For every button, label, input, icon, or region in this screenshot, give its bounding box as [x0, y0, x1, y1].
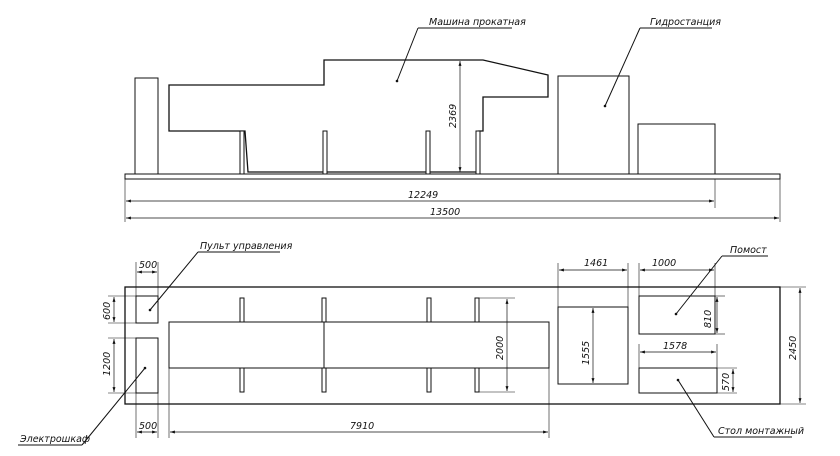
- label-hydro: Гидростанция: [650, 17, 721, 28]
- anchor-dot: [143, 366, 147, 370]
- dim-1000-label: 1000: [652, 258, 676, 269]
- label-cabinet: Электрошкаф: [19, 434, 90, 445]
- console-plan: [135, 295, 159, 324]
- dim-12249-label: 12249: [408, 190, 438, 201]
- support-4: [475, 130, 481, 175]
- dim-1200-label: 1200: [102, 352, 113, 376]
- label-table: Стол монтажный: [718, 426, 804, 437]
- machine-outline: [168, 59, 549, 173]
- leader-machine: [396, 27, 419, 82]
- leader-cabinet: [81, 367, 146, 446]
- dim-600-label: 600: [102, 302, 113, 320]
- plan-supports: [239, 297, 480, 393]
- anchor-dot: [676, 378, 680, 382]
- base-plate: [124, 173, 781, 180]
- support-3: [425, 130, 431, 175]
- hydro-station-elevation: [557, 75, 630, 175]
- support-top-1: [239, 297, 245, 323]
- dim-2450-label: 2450: [788, 336, 799, 360]
- elevation-view: 2369 12249 13500 Машина прокатная Гидрос…: [124, 17, 781, 222]
- support-2: [322, 130, 328, 175]
- support-top-3: [426, 297, 432, 323]
- support-bot-1: [239, 367, 245, 393]
- dim-500-bottom-label: 500: [139, 421, 157, 432]
- anchor-dot: [148, 308, 152, 312]
- support-bot-4: [474, 367, 480, 393]
- dim-500-top-label: 500: [139, 260, 157, 271]
- label-machine: Машина прокатная: [429, 17, 526, 28]
- anchor-dot: [395, 79, 399, 83]
- anchor-dot: [603, 104, 607, 108]
- machine-plan: [168, 321, 550, 369]
- dim-2000-label: 2000: [495, 336, 506, 360]
- support-bot-2: [321, 367, 327, 393]
- leader-hydro: [604, 27, 641, 107]
- cabinet-elevation: [134, 77, 159, 175]
- dim-570-label: 570: [721, 373, 732, 391]
- support-1: [239, 130, 245, 175]
- platform-elevation: [637, 123, 716, 175]
- dim-1555-label: 1555: [581, 341, 592, 365]
- dim-7910-label: 7910: [350, 421, 374, 432]
- support-top-2: [321, 297, 327, 323]
- dim-1461-label: 1461: [584, 258, 608, 269]
- dim-13500-label: 13500: [430, 207, 460, 218]
- cabinet-plan: [135, 337, 159, 394]
- dim-810-label: 810: [703, 310, 714, 328]
- leader-platform: [675, 255, 723, 315]
- plan-view: 500 600 1200 500 7910 2000 1461: [18, 241, 806, 446]
- label-console: Пульт управления: [200, 241, 293, 252]
- plan-frame: [124, 286, 781, 405]
- dim-1578-label: 1578: [663, 341, 687, 352]
- leader-table: [677, 379, 715, 438]
- platform-plan: [638, 295, 716, 335]
- anchor-dot: [674, 312, 678, 316]
- leader-console: [149, 251, 199, 311]
- support-bot-3: [426, 367, 432, 393]
- support-top-4: [474, 297, 480, 323]
- dim-2369-label: 2369: [448, 104, 459, 128]
- label-platform: Помост: [730, 245, 767, 256]
